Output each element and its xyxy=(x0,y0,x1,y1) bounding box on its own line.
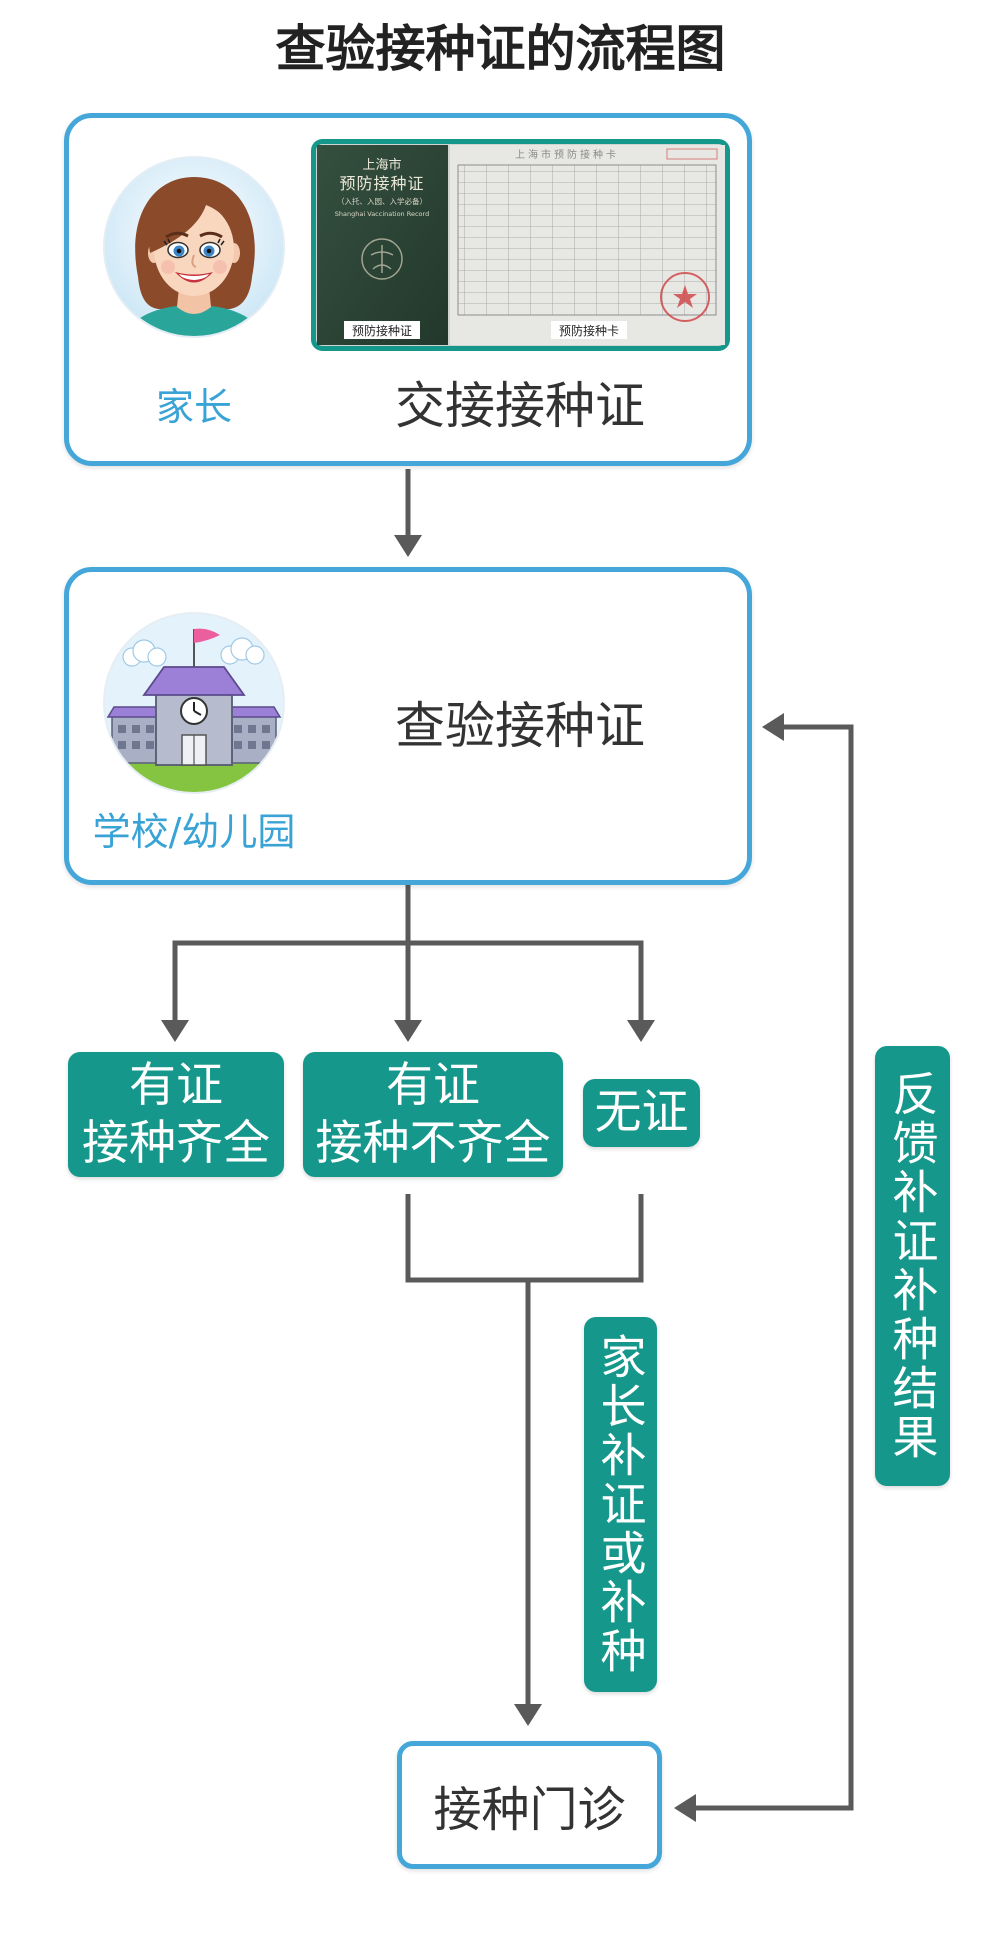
school-illustration xyxy=(103,612,285,794)
actor-parent-label: 家长 xyxy=(155,385,232,429)
school-outline xyxy=(103,612,285,794)
remedy-label-text: 家长补证或补种 xyxy=(593,1333,648,1676)
booklet-emblem-figure xyxy=(370,245,394,273)
arrowhead-down xyxy=(394,535,422,557)
connector-branch xyxy=(172,940,644,1022)
avatar-bangs xyxy=(149,185,242,253)
card-red-stamp xyxy=(660,272,710,322)
cloud xyxy=(122,639,167,667)
avatar-cheek xyxy=(213,260,227,274)
outcome-line: 无证 xyxy=(594,1085,689,1140)
outcome-line: 接种不齐全 xyxy=(315,1115,551,1171)
arrowhead-down xyxy=(394,1020,422,1042)
card-caption: 预防接种卡 xyxy=(559,323,619,338)
outcome-line: 有证 xyxy=(129,1057,223,1113)
arrowhead-down xyxy=(627,1020,655,1042)
cloud xyxy=(220,637,265,665)
clinic-label: 接种门诊 xyxy=(433,1782,626,1838)
step-check-action: 查验接种证 xyxy=(395,697,645,755)
merge-to-clinic xyxy=(405,1194,644,1726)
booklet-emblem xyxy=(361,238,403,280)
arrowhead-left xyxy=(762,713,784,741)
avatar-lashes xyxy=(163,238,225,246)
avatar-pupil xyxy=(176,248,182,254)
arrowhead-left xyxy=(674,1794,696,1822)
avatar-outline xyxy=(103,156,285,338)
outcome-incomplete: 有证 接种不齐全 xyxy=(303,1052,563,1177)
card-stamp-mark xyxy=(666,148,718,160)
feedback-label-text: 反馈补证补种结果 xyxy=(885,1070,940,1462)
remedy-label: 家长补证或补种 xyxy=(584,1317,657,1692)
booklet-name: 预防接种证 xyxy=(339,174,424,193)
school-flag xyxy=(194,628,220,643)
avatar-cheek xyxy=(161,260,175,274)
actor-school-label: 学校/幼儿园 xyxy=(92,810,296,854)
card-stamp-star xyxy=(673,285,697,308)
page-title: 查验接种证的流程图 xyxy=(275,20,726,78)
branch-to-outcomes xyxy=(161,885,655,1042)
parent-avatar xyxy=(103,156,285,338)
avatar-nose xyxy=(191,254,197,268)
booklet-note: （入托、入园、入学必备） xyxy=(337,196,427,206)
arrowhead-down xyxy=(161,1020,189,1042)
outcome-no-certificate: 无证 xyxy=(583,1079,700,1147)
card-table-grid xyxy=(457,164,717,316)
avatar-teeth xyxy=(179,274,209,280)
outcome-complete: 有证 接种齐全 xyxy=(68,1052,284,1177)
school-windows xyxy=(118,725,270,749)
outcome-line: 有证 xyxy=(386,1057,480,1113)
vaccination-booklet: 上海市 预防接种证 （入托、入园、入学必备） Shanghai Vaccinat… xyxy=(317,145,448,345)
avatar-pupil xyxy=(206,248,212,254)
booklet-city: 上海市 xyxy=(362,157,401,173)
connector-merge xyxy=(405,1194,644,1283)
arrow-handover-to-check xyxy=(394,469,422,557)
booklet-caption-box xyxy=(344,321,420,339)
step-handover-action: 交接接种证 xyxy=(395,377,645,435)
card-caption-box xyxy=(551,321,627,339)
avatar-eyebrow xyxy=(199,231,223,239)
feedback-loop xyxy=(674,713,854,1822)
card-header: 上海市预防接种卡 xyxy=(515,148,619,161)
connector-feedback xyxy=(694,724,854,1811)
school-scene xyxy=(104,628,284,793)
avatar-eyebrow xyxy=(165,231,189,239)
school-main-roof xyxy=(142,666,246,696)
feedback-label: 反馈补证补种结果 xyxy=(875,1046,950,1486)
booklet-english: Shanghai Vaccination Record xyxy=(335,210,429,218)
outcome-line: 接种齐全 xyxy=(82,1115,270,1171)
school-right-wing xyxy=(227,714,277,764)
school-left-wing xyxy=(111,714,161,764)
vaccination-card: 上海市预防接种卡 预防接种卡 xyxy=(450,145,725,345)
booklet-caption: 预防接种证 xyxy=(352,323,412,338)
clock-hands xyxy=(193,702,202,716)
clinic-box: 接种门诊 xyxy=(397,1741,662,1869)
arrowhead-down xyxy=(514,1704,542,1726)
vaccination-documents-photo: 上海市 预防接种证 （入托、入园、入学必备） Shanghai Vaccinat… xyxy=(311,139,730,351)
